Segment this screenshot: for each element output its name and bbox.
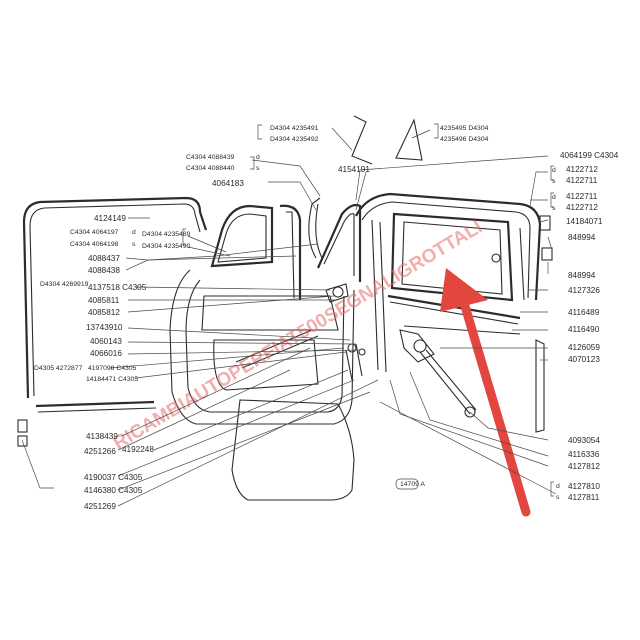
label-4060143: 4060143 [90,337,122,346]
label-4127812: 4127812 [568,462,600,471]
label-4137518-c4305: 4137518 C4305 [88,283,147,292]
label-4064199-c4304: 4064199 C4304 [560,151,619,160]
label-4070123: 4070123 [568,355,600,364]
label-4192248: 4192248 [122,445,154,454]
label-848994-a: 848994 [568,233,596,242]
label-4197098-c4305: 4197098 C4305 [88,365,137,372]
label-4116490: 4116490 [568,325,600,334]
label-4235495-d4304: 4235495 D4304 [440,125,489,132]
label-s-4235490: s [132,241,136,248]
label-d4304-4235489: D4304 4235489 [142,231,191,238]
label-4235496-d4304: 4235496 D4304 [440,136,489,143]
label-d4304-4269919: D4304 4269919 [40,281,89,288]
vent-glass-center [316,115,423,282]
window-regulator-right [399,329,545,433]
label-4085811: 4085811 [88,296,120,305]
label-d-4088439: d [256,154,260,161]
label-4116336: 4116336 [568,450,600,459]
label-d4304-4235492: D4304 4235492 [270,136,319,143]
label-4122711-a: 4122711 [566,176,598,185]
label-c4304-4064198: C4304 4064198 [70,241,119,248]
sill-strip [17,400,157,447]
label-14184071: 14184071 [566,217,603,226]
label-brackets [182,123,554,497]
label-d-4122711: d [552,194,556,201]
label-d4304-4235490: D4304 4235490 [142,243,191,250]
red-arrow [440,268,531,517]
label-s-4122712: s [552,205,556,212]
label-4138439: 4138439 [86,432,118,441]
label-4122712-b: 4122712 [566,203,598,212]
label-4127810: 4127810 [568,482,600,491]
label-14709a: 14709 A [400,481,425,488]
vent-window-left [210,204,302,300]
label-d-4122712: d [552,167,556,174]
label-4088437: 4088437 [88,254,120,263]
label-848994-b: 848994 [568,271,596,280]
label-s-4127811: s [556,494,560,501]
label-s-4088440: s [256,165,260,172]
label-4251266: 4251266 [84,447,116,456]
part-labels: D4304 4235491 D4304 4235492 4235495 D430… [34,125,619,511]
label-4088438: 4088438 [88,266,120,275]
label-4122711-b: 4122711 [566,192,598,201]
label-4124149: 4124149 [94,214,126,223]
leader-lines [21,127,557,507]
label-4146380-c4305: 4146380 C4305 [84,486,143,495]
label-4127811: 4127811 [568,493,600,502]
door-outer-panel [169,269,355,501]
label-c4304-4064197: C4304 4064197 [70,229,119,236]
label-d4304-4235491: D4304 4235491 [270,125,319,132]
right-window-frame [355,192,553,373]
label-4154191: 4154191 [338,165,370,174]
label-4126059: 4126059 [568,343,600,352]
window-regulator-left [235,197,366,381]
label-c4304-4088439: C4304 4088439 [186,154,235,161]
label-d-4127810: d [556,483,560,490]
label-d4305-4272877: D4305 4272877 [34,365,83,372]
label-4085812: 4085812 [88,308,120,317]
label-4127326: 4127326 [568,286,600,295]
left-door-seal-frame [22,196,208,399]
label-4066016: 4066016 [90,349,122,358]
label-4190037-c4305: 4190037 C4305 [84,473,143,482]
label-4116489: 4116489 [568,308,600,317]
label-s-4122711: s [552,178,556,185]
label-14184471-c4305: 14184471 C4305 [86,376,138,383]
label-4064183: 4064183 [212,179,244,188]
label-4251269: 4251269 [84,502,116,511]
label-4122712-a: 4122712 [566,165,598,174]
label-d-4235489: d [132,229,136,236]
label-c4304-4088440: C4304 4088440 [186,165,235,172]
label-13743910: 13743910 [86,323,123,332]
label-4093054: 4093054 [568,436,600,445]
